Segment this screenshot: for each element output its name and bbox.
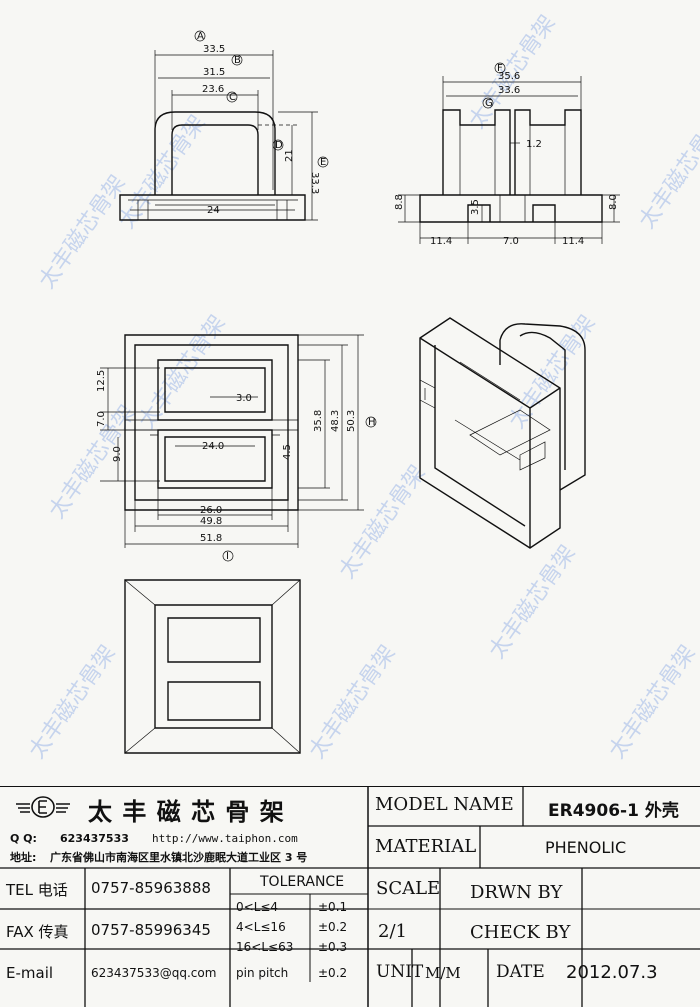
watermarks: 太丰磁芯骨架 太丰磁芯骨架 太丰磁芯骨架 太丰磁芯骨架 太丰磁芯骨架 太丰磁芯骨… [24, 11, 700, 763]
qq-label: Q Q: [10, 832, 37, 845]
dim-23-6: 23.6 [202, 84, 224, 95]
dim-1-2: 1.2 [526, 139, 542, 150]
dim-35-8: 35.8 [313, 410, 324, 432]
title-block-grid [0, 786, 700, 1007]
fax-number: 0757-85996345 [91, 921, 211, 939]
drawn-by-label: DRWN BY [470, 882, 563, 903]
dim-31-5: 31.5 [203, 67, 225, 78]
watermark: 太丰磁芯骨架 [504, 311, 600, 433]
title-block: 太 丰 磁 芯 骨 架 Q Q: 623437533 http://www.ta… [0, 786, 700, 1007]
tolerance-value-4: ±0.2 [318, 966, 348, 980]
watermark: 太丰磁芯骨架 [24, 641, 120, 763]
dim-8-8: 8.8 [394, 194, 405, 210]
dim-24-0: 24.0 [202, 441, 224, 452]
dim-50-3: 50.3 [346, 410, 357, 432]
tel-label: TEL 电话 [6, 881, 68, 899]
tolerance-range-2: 4<L≤16 [236, 920, 286, 934]
label-i: I [226, 551, 229, 562]
watermark: 太丰磁芯骨架 [134, 311, 230, 433]
watermark: 太丰磁芯骨架 [334, 461, 430, 583]
tolerance-value-1: ±0.1 [318, 900, 348, 914]
dim-3-0: 3.0 [236, 393, 252, 404]
watermark: 太丰磁芯骨架 [604, 641, 700, 763]
model-name-label: MODEL NAME [375, 794, 514, 815]
unit-label: UNIT [376, 962, 424, 982]
dim-7-0: 7.0 [503, 236, 519, 247]
dim-51-8: 51.8 [200, 533, 222, 544]
dim-48-3: 48.3 [330, 410, 341, 432]
check-by-label: CHECK BY [470, 922, 571, 943]
dim-11-4-right: 11.4 [562, 236, 584, 247]
dim-35-6: 35.6 [498, 71, 520, 82]
side-view: 35.6 33.6 1.2 8.8 8.0 3.5 11.4 7.0 11.4 … [394, 62, 620, 247]
tolerance-range-3: 16<L≤63 [236, 940, 294, 954]
dim-9-0: 9.0 [112, 446, 123, 462]
unit-value: M/M [425, 964, 461, 982]
date-label: DATE [496, 962, 545, 982]
dim-11-4-left: 11.4 [430, 236, 452, 247]
dim-21: 21 [284, 149, 295, 162]
dim-33-6: 33.6 [498, 85, 520, 96]
watermark: 太丰磁芯骨架 [304, 641, 400, 763]
label-e: E [320, 157, 326, 168]
bottom-view [124, 579, 301, 754]
watermark: 太丰磁芯骨架 [634, 111, 700, 233]
dim-12-5: 12.5 [96, 370, 107, 392]
label-c: C [229, 92, 236, 103]
material-value: PHENOLIC [545, 838, 627, 857]
dim-49-8: 49.8 [200, 516, 222, 527]
scale-value: 2/1 [378, 921, 407, 942]
dim-26-0: 26.0 [200, 505, 222, 516]
company-logo [14, 790, 72, 824]
address-label: 地址: [10, 851, 37, 864]
tolerance-value-3: ±0.3 [318, 940, 348, 954]
company-name: 太 丰 磁 芯 骨 架 [88, 797, 285, 826]
tolerance-range-1: 0<L≤4 [236, 900, 279, 914]
material-label: MATERIAL [375, 836, 477, 857]
dim-3-5: 3.5 [470, 199, 481, 215]
tolerance-title: TOLERANCE [260, 874, 345, 890]
label-h: H [368, 417, 376, 428]
front-view: 33.5 31.5 23.6 21 33.3 24 A B C D E [119, 30, 329, 221]
logo-icon [16, 796, 70, 818]
label-d: D [275, 140, 283, 151]
label-b: B [234, 55, 241, 66]
qq-number: 623437533 [60, 832, 129, 845]
label-f: F [497, 63, 503, 74]
email-address[interactable]: 623437533@qq.com [91, 966, 217, 980]
watermark: 太丰磁芯骨架 [484, 541, 580, 663]
dim-24: 24 [207, 205, 220, 216]
tolerance-range-4: pin pitch [236, 966, 289, 980]
dim-7-0-top: 7.0 [96, 411, 107, 427]
watermark: 太丰磁芯骨架 [34, 171, 130, 293]
scale-label: SCALE [376, 878, 441, 899]
website-link[interactable]: http://www.taiphon.com [152, 832, 298, 845]
tolerance-value-2: ±0.2 [318, 920, 348, 934]
address-text: 广东省佛山市南海区里水镇北沙鹿眠大道工业区 3 号 [50, 851, 308, 864]
date-value: 2012.07.3 [566, 962, 658, 983]
email-label: E-mail [6, 964, 54, 982]
fax-label: FAX 传真 [6, 923, 69, 941]
dim-8-0: 8.0 [608, 194, 619, 210]
watermark: 太丰磁芯骨架 [114, 111, 210, 233]
label-g: G [485, 98, 493, 109]
label-a: A [197, 31, 204, 42]
dim-33-3: 33.3 [309, 172, 320, 194]
dim-33-5: 33.5 [203, 44, 225, 55]
isometric-view [419, 317, 586, 549]
model-name-value: ER4906-1 外壳 [548, 801, 679, 821]
watermark: 太丰磁芯骨架 [44, 401, 140, 523]
tel-number: 0757-85963888 [91, 879, 211, 897]
dim-4-5: 4.5 [282, 444, 293, 460]
top-view: 12.5 7.0 9.0 3.0 24.0 4.5 35.8 48.3 50.3… [96, 334, 377, 562]
